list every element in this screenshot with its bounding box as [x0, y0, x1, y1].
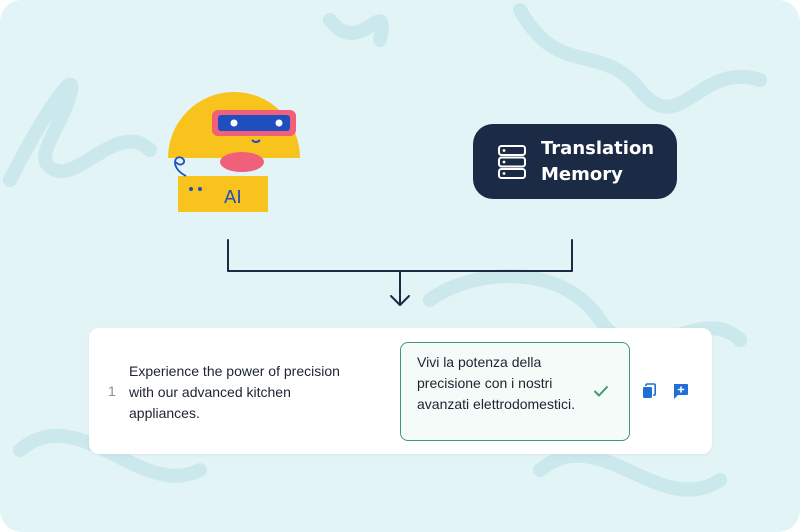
tm-label-line2: Memory — [541, 163, 623, 185]
copy-icon[interactable] — [641, 383, 657, 400]
segment-target-text[interactable]: Vivi la potenza della precisione con i n… — [417, 354, 575, 412]
translation-memory-card: Translation Memory — [473, 124, 677, 199]
segment-target-editor[interactable]: Vivi la potenza della precisione con i n… — [400, 342, 630, 441]
segment-number: 1 — [108, 383, 116, 399]
ai-robot-illustration: AI — [168, 92, 300, 212]
translation-segment-row: 1 Experience the power of precision with… — [89, 328, 712, 454]
robot-body — [178, 176, 268, 212]
translation-memory-label: Translation Memory — [541, 136, 661, 188]
robot-neck — [220, 152, 264, 172]
database-server-icon — [498, 144, 526, 179]
check-icon — [594, 386, 608, 397]
robot-badge-label: AI — [224, 187, 242, 208]
segment-source-text: Experience the power of precision with o… — [129, 363, 340, 421]
add-comment-icon[interactable] — [672, 383, 689, 400]
tm-label-line1: Translation — [541, 137, 655, 159]
